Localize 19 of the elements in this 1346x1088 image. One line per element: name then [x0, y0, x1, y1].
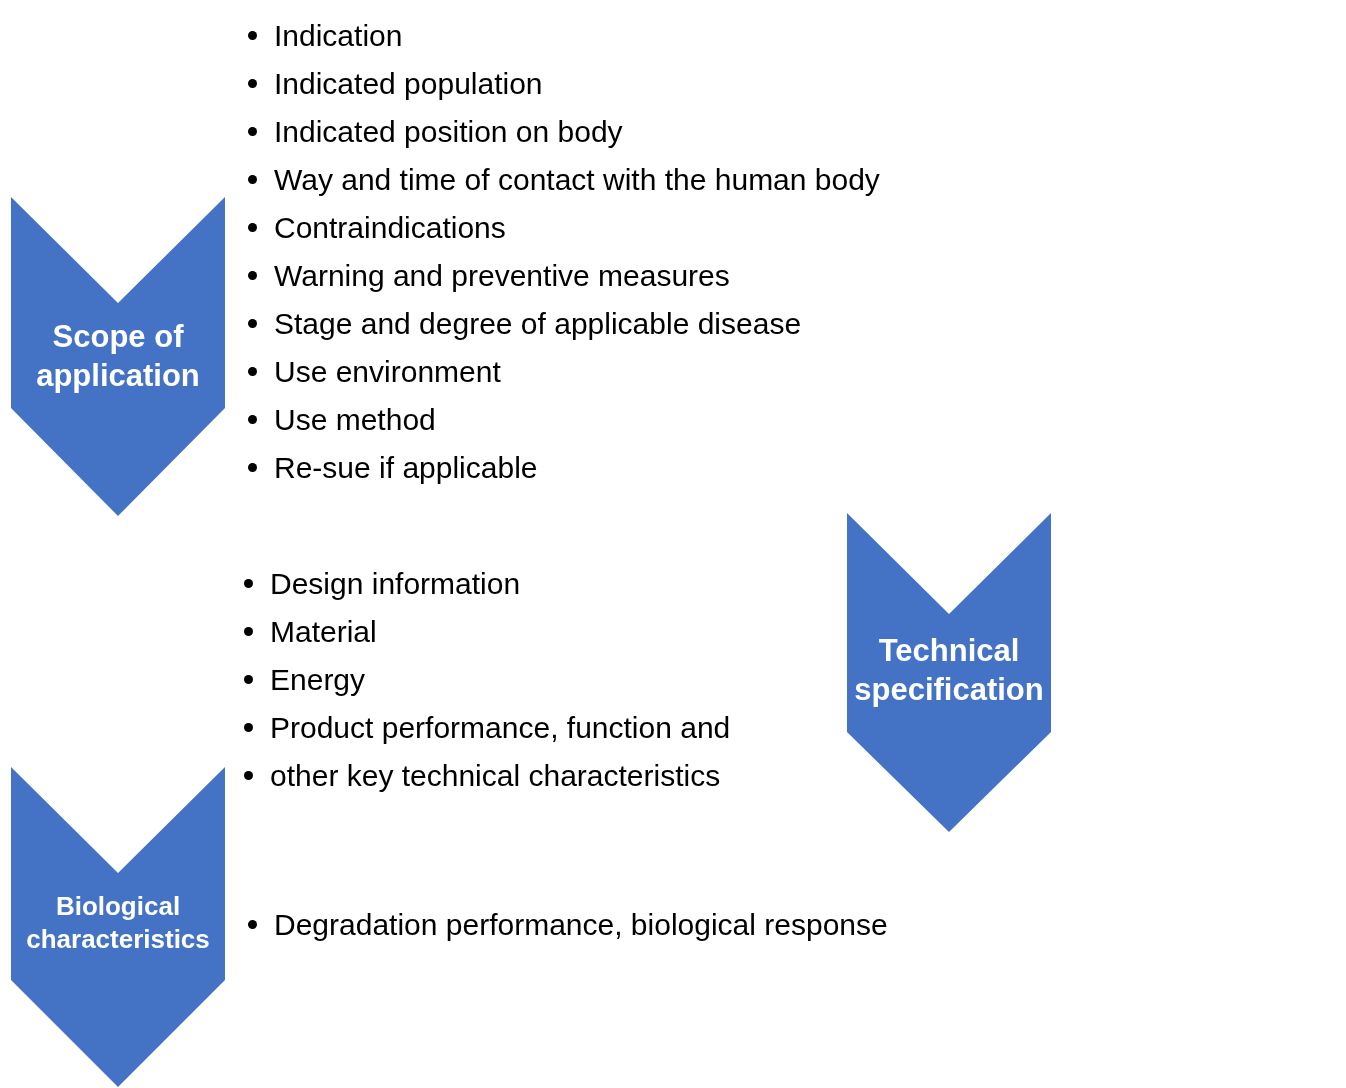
- bullet-text: Way and time of contact with the human body: [274, 162, 880, 198]
- bullet-text: Stage and degree of applicable disease: [274, 306, 802, 342]
- bullet-text: Indicated position on body: [274, 114, 623, 150]
- chevron-label: Technical specification: [853, 632, 1045, 709]
- bullet-text: Energy: [270, 662, 366, 698]
- bullet-text: Indicated population: [274, 66, 543, 102]
- bullet-text: other key technical characteristics: [270, 758, 721, 794]
- bullet-text: Contraindications: [274, 210, 506, 246]
- chevron-label: Scope of application: [35, 318, 201, 395]
- bullet-text: Degradation performance, biological response: [274, 907, 888, 943]
- bullet-text: Design information: [270, 566, 521, 602]
- bullet-text: Warning and preventive measures: [274, 258, 730, 294]
- bullet-text: Indication: [274, 18, 403, 54]
- bullet-text: Re-sue if applicable: [274, 450, 538, 486]
- bullet-text: Product performance, function and: [270, 710, 731, 746]
- chevron-label: Biological characteristics: [25, 890, 211, 955]
- bullet-text: Use method: [274, 402, 436, 438]
- bullet-text: Material: [270, 614, 377, 650]
- bullet-text: Use environment: [274, 354, 501, 390]
